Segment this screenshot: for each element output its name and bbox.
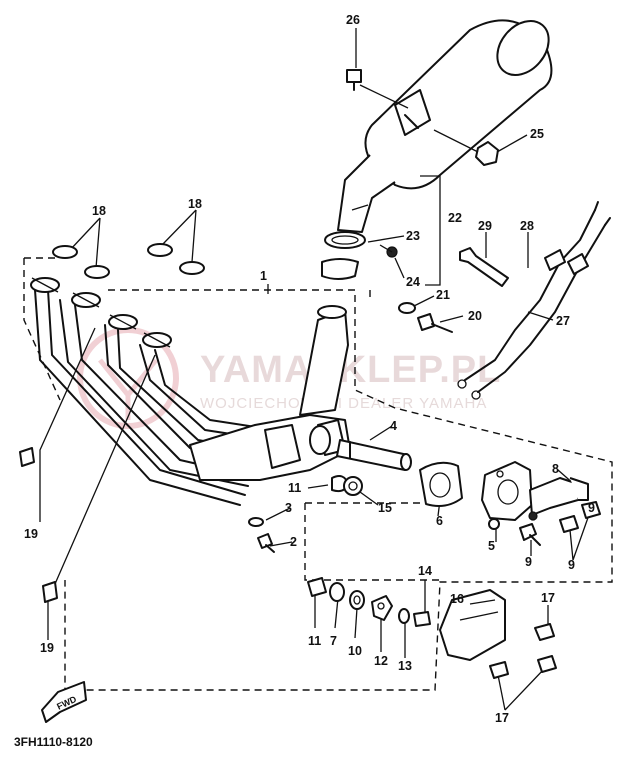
callout-14: 14 — [418, 564, 432, 578]
watermark-subtitle: WOJCIECHOWSKI DEALER YAMAHA — [200, 395, 487, 412]
callout-12: 12 — [374, 654, 388, 668]
cover-part — [439, 589, 557, 679]
gasket-18-parts — [52, 243, 205, 279]
callout-23: 23 — [406, 229, 420, 243]
pulley-part — [528, 477, 589, 521]
callout-3: 3 — [285, 501, 292, 515]
callout-5: 5 — [488, 539, 495, 553]
callout-15: 15 — [378, 501, 392, 515]
callout-9a: 9 — [525, 555, 532, 569]
callout-1: 1 — [260, 269, 267, 283]
callout-11a: 11 — [288, 481, 301, 495]
callout-26: 26 — [346, 13, 360, 27]
callout-16: 16 — [450, 592, 464, 606]
bolt-parts — [248, 517, 275, 553]
callout-numbers: 1 2 3 4 5 6 7 8 9 9 9 11 11 12 13 14 15 … — [24, 13, 595, 725]
callout-18b: 18 — [188, 197, 202, 211]
callout-6: 6 — [436, 514, 443, 528]
callout-17b: 17 — [495, 711, 509, 725]
assembly-boundary — [23, 257, 613, 691]
clamp-part — [321, 231, 366, 280]
callout-24: 24 — [406, 275, 420, 289]
bolt-20-29-parts — [417, 247, 509, 333]
fwd-arrow-icon: FWD — [41, 681, 87, 723]
callout-25: 25 — [530, 127, 544, 141]
callout-27: 27 — [556, 314, 570, 328]
bolt-19-parts — [19, 447, 58, 603]
valve-shaft-part — [336, 439, 412, 471]
callout-17a: 17 — [541, 591, 555, 605]
bushing-parts — [331, 475, 363, 496]
callout-21: 21 — [436, 288, 450, 302]
screw-parts — [519, 501, 601, 546]
gasket-part — [419, 461, 463, 507]
callout-2: 2 — [290, 535, 297, 549]
callout-4: 4 — [390, 419, 397, 433]
callout-7: 7 — [330, 634, 337, 648]
muffler-fasteners — [346, 69, 499, 314]
callout-28: 28 — [520, 219, 534, 233]
callout-9b: 9 — [568, 558, 575, 572]
callout-13: 13 — [398, 659, 412, 673]
callout-29: 29 — [478, 219, 492, 233]
callout-19b: 19 — [40, 641, 54, 655]
callout-22: 22 — [448, 211, 462, 225]
cable-parts — [457, 201, 611, 400]
collector-part — [189, 305, 351, 481]
callout-11b: 11 — [308, 634, 321, 648]
exhaust-headers — [30, 277, 276, 506]
callout-20: 20 — [468, 309, 482, 323]
valve-housing-part — [481, 461, 533, 530]
watermark-title: YAMASKLEP.PL — [200, 349, 501, 391]
muffler-part — [337, 19, 553, 233]
callout-19a: 19 — [24, 527, 38, 541]
callout-8: 8 — [552, 462, 559, 476]
diagram-code: 3FH1110-8120 — [14, 735, 93, 749]
callout-9c: 9 — [588, 501, 595, 515]
watermark: YAMASKLEP.PL WOJCIECHOWSKI DEALER YAMAHA — [77, 327, 501, 429]
callout-10: 10 — [348, 644, 362, 658]
clamp-small-parts — [307, 577, 431, 627]
callout-18a: 18 — [92, 204, 106, 218]
